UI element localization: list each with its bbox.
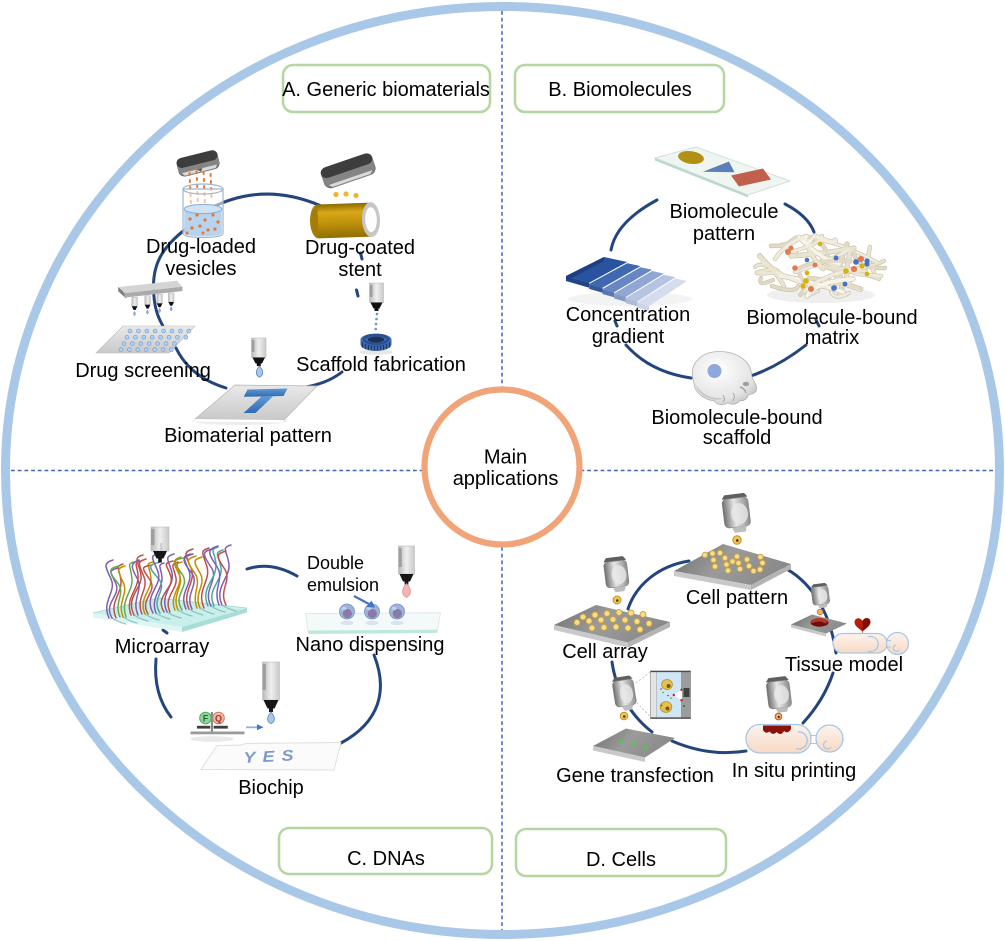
- svg-text:vesicles: vesicles: [165, 258, 236, 280]
- svg-text:Concentration: Concentration: [566, 304, 691, 326]
- svg-text:Drug-coated: Drug-coated: [305, 237, 415, 259]
- svg-text:A. Generic biomaterials: A. Generic biomaterials: [282, 79, 490, 101]
- svg-text:Biomolecule: Biomolecule: [670, 201, 779, 223]
- svg-text:Biomolecule-bound: Biomolecule-bound: [746, 307, 917, 329]
- svg-text:B. Biomolecules: B. Biomolecules: [548, 79, 691, 101]
- svg-text:Microarray: Microarray: [115, 636, 209, 658]
- svg-text:D. Cells: D. Cells: [586, 849, 656, 871]
- svg-text:Gene transfection: Gene transfection: [556, 765, 714, 787]
- svg-text:Cell array: Cell array: [562, 641, 648, 663]
- svg-text:YES: YES: [243, 747, 301, 767]
- svg-text:Tissue model: Tissue model: [785, 654, 903, 676]
- svg-text:C. DNAs: C. DNAs: [347, 848, 425, 870]
- svg-text:gradient: gradient: [592, 326, 665, 348]
- svg-text:Biomolecule-bound: Biomolecule-bound: [651, 407, 822, 429]
- svg-text:F: F: [203, 714, 209, 724]
- svg-text:matrix: matrix: [805, 327, 859, 349]
- svg-text:Scaffold fabrication: Scaffold fabrication: [296, 354, 466, 376]
- svg-text:applications: applications: [453, 468, 559, 490]
- svg-text:Biomaterial pattern: Biomaterial pattern: [164, 425, 332, 447]
- svg-text:Double: Double: [307, 553, 364, 573]
- svg-text:Drug screening: Drug screening: [75, 360, 211, 382]
- svg-text:Cell pattern: Cell pattern: [686, 587, 788, 609]
- svg-text:Biochip: Biochip: [238, 777, 304, 799]
- svg-text:emulsion: emulsion: [307, 575, 379, 595]
- svg-text:Drug-loaded: Drug-loaded: [146, 236, 256, 258]
- svg-text:scaffold: scaffold: [703, 427, 772, 449]
- svg-text:pattern: pattern: [693, 223, 755, 245]
- svg-text:stent: stent: [338, 259, 382, 281]
- svg-text:Nano dispensing: Nano dispensing: [296, 634, 445, 656]
- svg-text:Q: Q: [215, 714, 222, 724]
- svg-text:In situ printing: In situ printing: [732, 760, 857, 782]
- svg-text:Main: Main: [484, 447, 527, 469]
